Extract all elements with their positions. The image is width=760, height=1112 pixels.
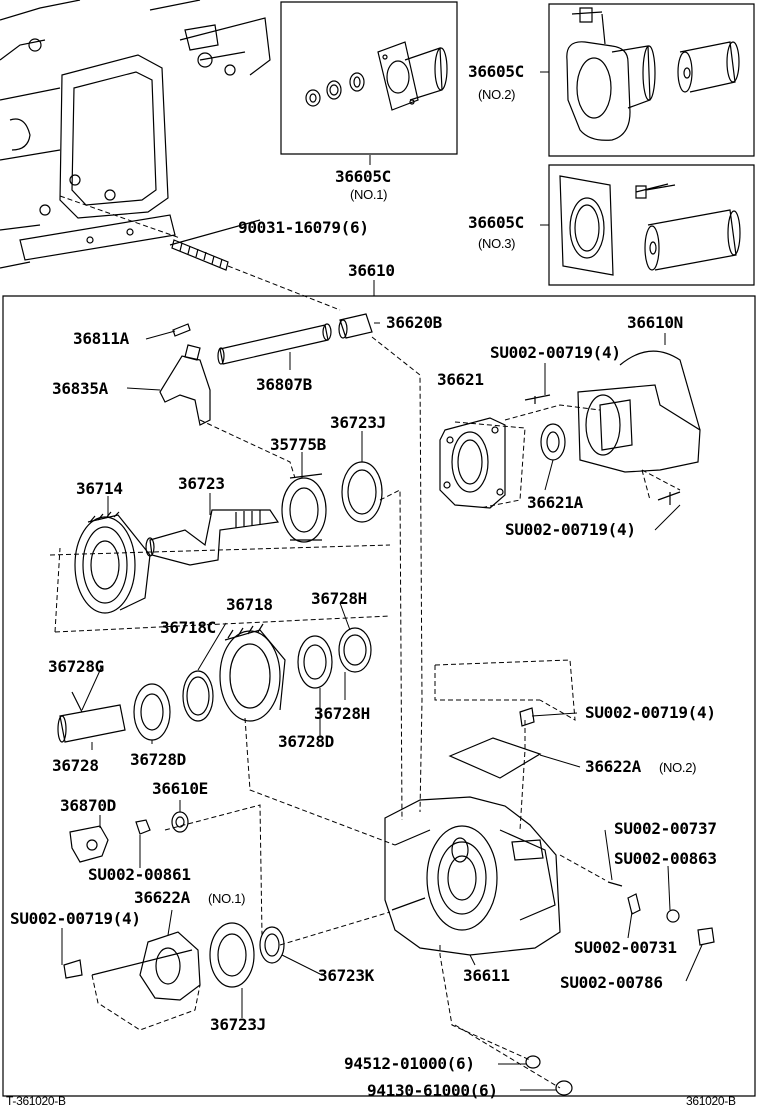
part-36728d-right: 36728D bbox=[278, 732, 334, 751]
part-94512-01000: 94512-01000(6) bbox=[344, 1054, 475, 1073]
part-90031-16079: 90031-16079(6) bbox=[238, 218, 369, 237]
part-su002-00719-right: SU002-00719(4) bbox=[505, 520, 636, 539]
part-36870d: 36870D bbox=[60, 796, 116, 815]
part-36622a-no1: 36622A bbox=[134, 888, 190, 907]
part-note-no3: (NO.3) bbox=[478, 236, 516, 251]
part-36728d-left: 36728D bbox=[130, 750, 186, 769]
pto-housing-drawing bbox=[385, 708, 714, 1095]
part-36605c-no1: 36605C bbox=[335, 167, 391, 186]
footer-code-left: T-361020-B bbox=[6, 1094, 66, 1108]
part-su002-00719-top: SU002-00719(4) bbox=[490, 343, 621, 362]
part-su002-00731: SU002-00731 bbox=[574, 938, 677, 957]
part-36610n: 36610N bbox=[627, 313, 683, 332]
no3-kit-drawing bbox=[560, 176, 740, 275]
part-36714: 36714 bbox=[76, 479, 123, 498]
small-parts-left-drawing bbox=[64, 812, 284, 1000]
part-36811a: 36811A bbox=[73, 329, 129, 348]
part-36718c: 36718C bbox=[160, 618, 216, 637]
part-note-no1b: (NO.1) bbox=[208, 891, 246, 906]
part-36718: 36718 bbox=[226, 595, 273, 614]
part-36723j-top: 36723J bbox=[330, 413, 386, 432]
part-36728h-top: 36728H bbox=[311, 589, 367, 608]
part-94130-61000: 94130-61000(6) bbox=[367, 1081, 498, 1100]
part-note-no2: (NO.2) bbox=[478, 87, 516, 102]
stud-bolt-drawing bbox=[172, 240, 228, 270]
no1-box bbox=[281, 2, 457, 154]
part-36728g: 36728G bbox=[48, 657, 104, 676]
part-su002-00719-left: SU002-00719(4) bbox=[10, 909, 141, 928]
part-36621: 36621 bbox=[437, 370, 484, 389]
part-note-no1: (NO.1) bbox=[350, 187, 388, 202]
part-36728: 36728 bbox=[52, 756, 99, 775]
part-36723k: 36723K bbox=[318, 966, 374, 985]
part-36835a: 36835A bbox=[52, 379, 108, 398]
shift-shaft-drawing bbox=[160, 314, 372, 425]
part-su002-00737: SU002-00737 bbox=[614, 819, 717, 838]
part-36622a-no2: 36622A bbox=[585, 757, 641, 776]
main-assembly-box bbox=[3, 296, 755, 1096]
part-36605c-no2: 36605C bbox=[468, 62, 524, 81]
part-35775b: 35775B bbox=[270, 435, 326, 454]
part-su002-00786: SU002-00786 bbox=[560, 973, 663, 992]
no2-box bbox=[549, 4, 754, 156]
part-36620b: 36620B bbox=[386, 313, 442, 332]
assembly-lines bbox=[50, 196, 680, 1088]
part-36610e: 36610E bbox=[152, 779, 208, 798]
part-36611: 36611 bbox=[463, 966, 510, 985]
part-36728h-bottom: 36728H bbox=[314, 704, 370, 723]
retainer-drawing bbox=[440, 351, 700, 508]
part-36605c-no3: 36605C bbox=[468, 213, 524, 232]
part-36610: 36610 bbox=[348, 261, 395, 280]
transmission-case-drawing bbox=[0, 0, 270, 268]
part-36723j-bottom: 36723J bbox=[210, 1015, 266, 1034]
part-36621a: 36621A bbox=[527, 493, 583, 512]
part-su002-00863: SU002-00863 bbox=[614, 849, 717, 868]
part-36723: 36723 bbox=[178, 474, 225, 493]
part-36807b: 36807B bbox=[256, 375, 312, 394]
idler-gear-drawing bbox=[58, 624, 371, 742]
gear-shaft-drawing bbox=[75, 462, 382, 613]
part-su002-00719-mid: SU002-00719(4) bbox=[585, 703, 716, 722]
leader-lines bbox=[62, 72, 702, 1090]
no3-box bbox=[549, 165, 754, 285]
part-su002-00861: SU002-00861 bbox=[88, 865, 191, 884]
footer-code-right: 361020-B bbox=[686, 1094, 736, 1108]
no2-kit-drawing bbox=[567, 8, 739, 140]
part-note-no2b: (NO.2) bbox=[659, 760, 697, 775]
no1-kit-drawing bbox=[306, 42, 447, 110]
